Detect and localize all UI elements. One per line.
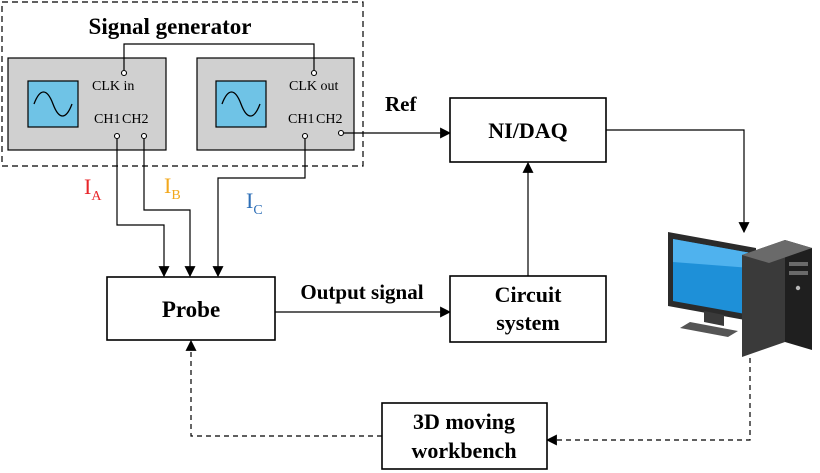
circuit-system-block: [449, 275, 607, 343]
monitor-stand: [704, 311, 724, 326]
signal-generator-title: Signal generator: [89, 14, 252, 39]
current-b-label: IB: [164, 173, 181, 203]
daq-to-computer-wire: [606, 129, 750, 234]
workbench-to-probe-wire: [185, 339, 382, 437]
workbench-block: [381, 402, 548, 470]
current-b-subscript: B: [171, 188, 180, 203]
ch1-terminal-right: [301, 132, 309, 140]
output-signal-label: Output signal: [300, 280, 423, 304]
current-c-label: IC: [246, 188, 263, 218]
ch1-label-left: CH1: [94, 112, 120, 127]
monitor-screen-highlight: [673, 239, 751, 268]
computer-to-workbench-wire: [545, 358, 751, 446]
current-a-subscript: A: [91, 189, 102, 204]
generator-unit-right: CLK out CH1 CH2: [196, 57, 355, 151]
ch2-label-right: CH2: [316, 112, 342, 127]
current-a-letter: I: [84, 174, 91, 199]
current-c-subscript: C: [253, 203, 262, 218]
current-c-letter: I: [246, 188, 253, 213]
clk-in-terminal: [120, 69, 128, 77]
clk-out-label: CLK out: [289, 79, 339, 94]
monitor-base: [680, 322, 738, 337]
tower-front: [785, 240, 812, 350]
tower-top: [742, 240, 812, 263]
current-a-label: IA: [84, 174, 102, 204]
power-light: [795, 285, 801, 291]
ni-daq-block: [449, 97, 607, 163]
desktop-computer-icon: [668, 232, 812, 357]
current-a-wire: [116, 139, 170, 278]
signal-generator-frame: [1, 1, 364, 167]
probe-block: [106, 276, 276, 341]
generator-unit-left: CLK in CH1 CH2: [7, 57, 167, 151]
sine-wave-icon: [33, 91, 73, 117]
current-b-wire: [143, 139, 196, 278]
ni-daq-label: NI/DAQ: [488, 118, 567, 143]
workbench-label-line2: workbench: [411, 438, 516, 463]
clk-in-label: CLK in: [92, 79, 134, 94]
probe-label: Probe: [162, 297, 220, 322]
ref-label: Ref: [385, 92, 417, 116]
workbench-label-line1: 3D moving: [413, 409, 515, 434]
sine-wave-icon: [221, 91, 261, 117]
current-b-letter: I: [164, 173, 171, 198]
ch2-terminal-right: [337, 129, 345, 137]
ch2-terminal-left: [140, 132, 148, 140]
clk-out-terminal: [310, 69, 318, 77]
ch1-label-right: CH1: [288, 112, 314, 127]
drive-bay: [789, 271, 808, 275]
circuit-label-line2: system: [496, 310, 560, 335]
tower-side: [742, 240, 785, 357]
circuit-label-line1: Circuit: [495, 282, 562, 307]
ch1-terminal-left: [113, 132, 121, 140]
clk-link-wire: [123, 43, 315, 70]
drive-bay: [789, 262, 808, 266]
ch2-label-left: CH2: [122, 112, 148, 127]
current-c-wire: [212, 139, 306, 278]
